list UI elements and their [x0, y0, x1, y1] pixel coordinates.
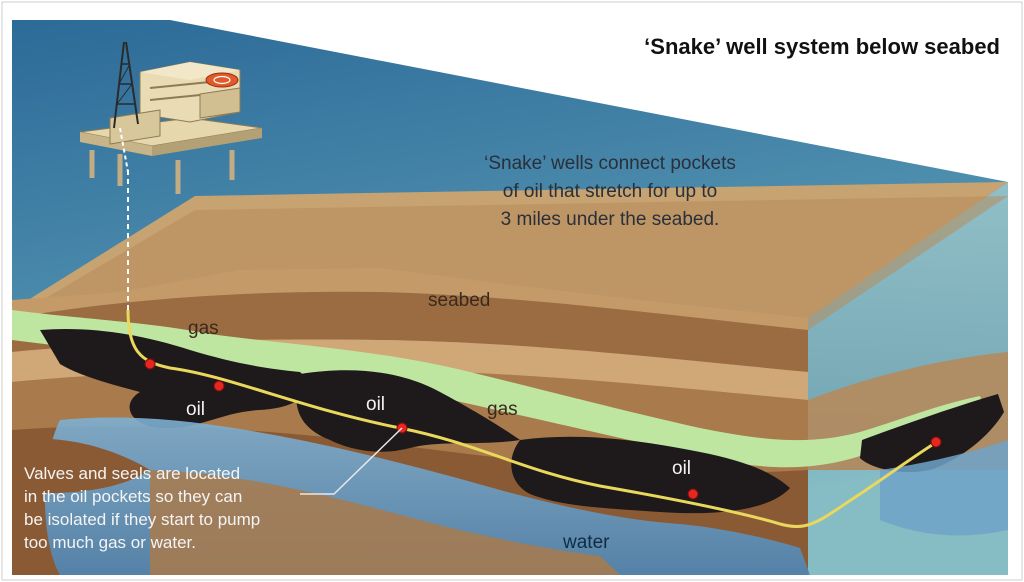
- oil-label-center: oil: [366, 394, 386, 415]
- water-pocket-right: [880, 440, 1008, 536]
- oil-pocket-center: [296, 370, 520, 452]
- water-label: water: [563, 532, 610, 553]
- valve-icon: [687, 488, 699, 500]
- gas-label-left: gas: [188, 318, 219, 339]
- caption-line: 3 miles under the seabed.: [500, 209, 720, 230]
- gas-label-center: gas: [487, 399, 518, 420]
- caption-text: ‘Snake’ wells connect pockets of oil tha…: [430, 150, 790, 234]
- oil-platform-icon: [79, 41, 263, 194]
- oil-pocket-right: [860, 394, 1004, 473]
- note-line: too much gas or water.: [24, 533, 196, 552]
- valves-note: Valves and seals are located in the oil …: [24, 462, 324, 554]
- snake-well-pipe: [126, 309, 941, 528]
- rock-layer-2: [12, 291, 808, 372]
- oil-label-right: oil: [672, 458, 692, 479]
- gas-layer: [12, 310, 986, 468]
- diagram-title: ‘Snake’ well system below seabed: [644, 34, 1000, 59]
- valve-icon: [144, 358, 156, 370]
- note-leader-line: [300, 427, 403, 495]
- note-line: in the oil pockets so they can: [24, 487, 243, 506]
- oil-label-left: oil: [186, 399, 206, 420]
- note-line: be isolated if they start to pump: [24, 510, 261, 529]
- caption-line: ‘Snake’ wells connect pockets: [484, 153, 736, 174]
- oil-pocket-left: [40, 328, 308, 429]
- valve-icon: [930, 436, 942, 448]
- seabed-label: seabed: [428, 290, 491, 311]
- note-line: Valves and seals are located: [24, 464, 241, 483]
- caption-line: of oil that stretch for up to: [502, 181, 718, 202]
- oil-pocket-lower: [511, 436, 790, 514]
- valve-icon: [213, 380, 225, 392]
- rock-floor: [150, 470, 620, 575]
- rock-wedge: [12, 438, 150, 494]
